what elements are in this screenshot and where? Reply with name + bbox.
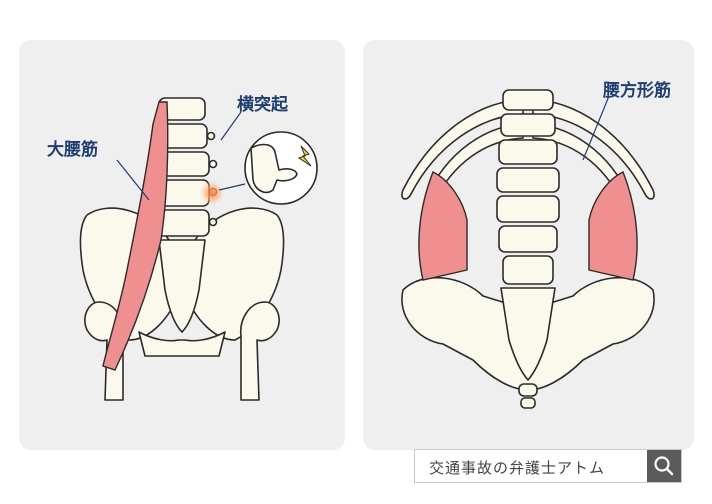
psoas-muscle xyxy=(102,101,169,371)
pain-glow xyxy=(199,180,225,206)
spark-icon xyxy=(297,145,312,167)
sacrum xyxy=(158,239,206,333)
psoas-diagram-panel: 大腰筋 横突起 xyxy=(19,40,345,450)
psoas-illustration xyxy=(79,97,318,401)
quadratus-lumborum-label: 腰方形筋 xyxy=(603,81,671,101)
pubis xyxy=(138,331,226,357)
quadratus-illustration xyxy=(401,89,655,409)
quadratus-right-muscle xyxy=(588,171,638,281)
brand-search-bar[interactable]: 交通事故の弁護士アトム xyxy=(414,449,682,483)
psoas-major-label: 大腰筋 xyxy=(47,140,98,160)
search-button[interactable] xyxy=(647,450,681,482)
quadratus-diagram-panel: 腰方形筋 xyxy=(363,40,694,450)
transverse-process-label: 横突起 xyxy=(237,95,288,115)
search-icon xyxy=(654,456,674,476)
brand-text: 交通事故の弁護士アトム xyxy=(429,459,606,477)
quadratus-left-muscle xyxy=(418,171,468,281)
femur-right xyxy=(240,301,280,401)
